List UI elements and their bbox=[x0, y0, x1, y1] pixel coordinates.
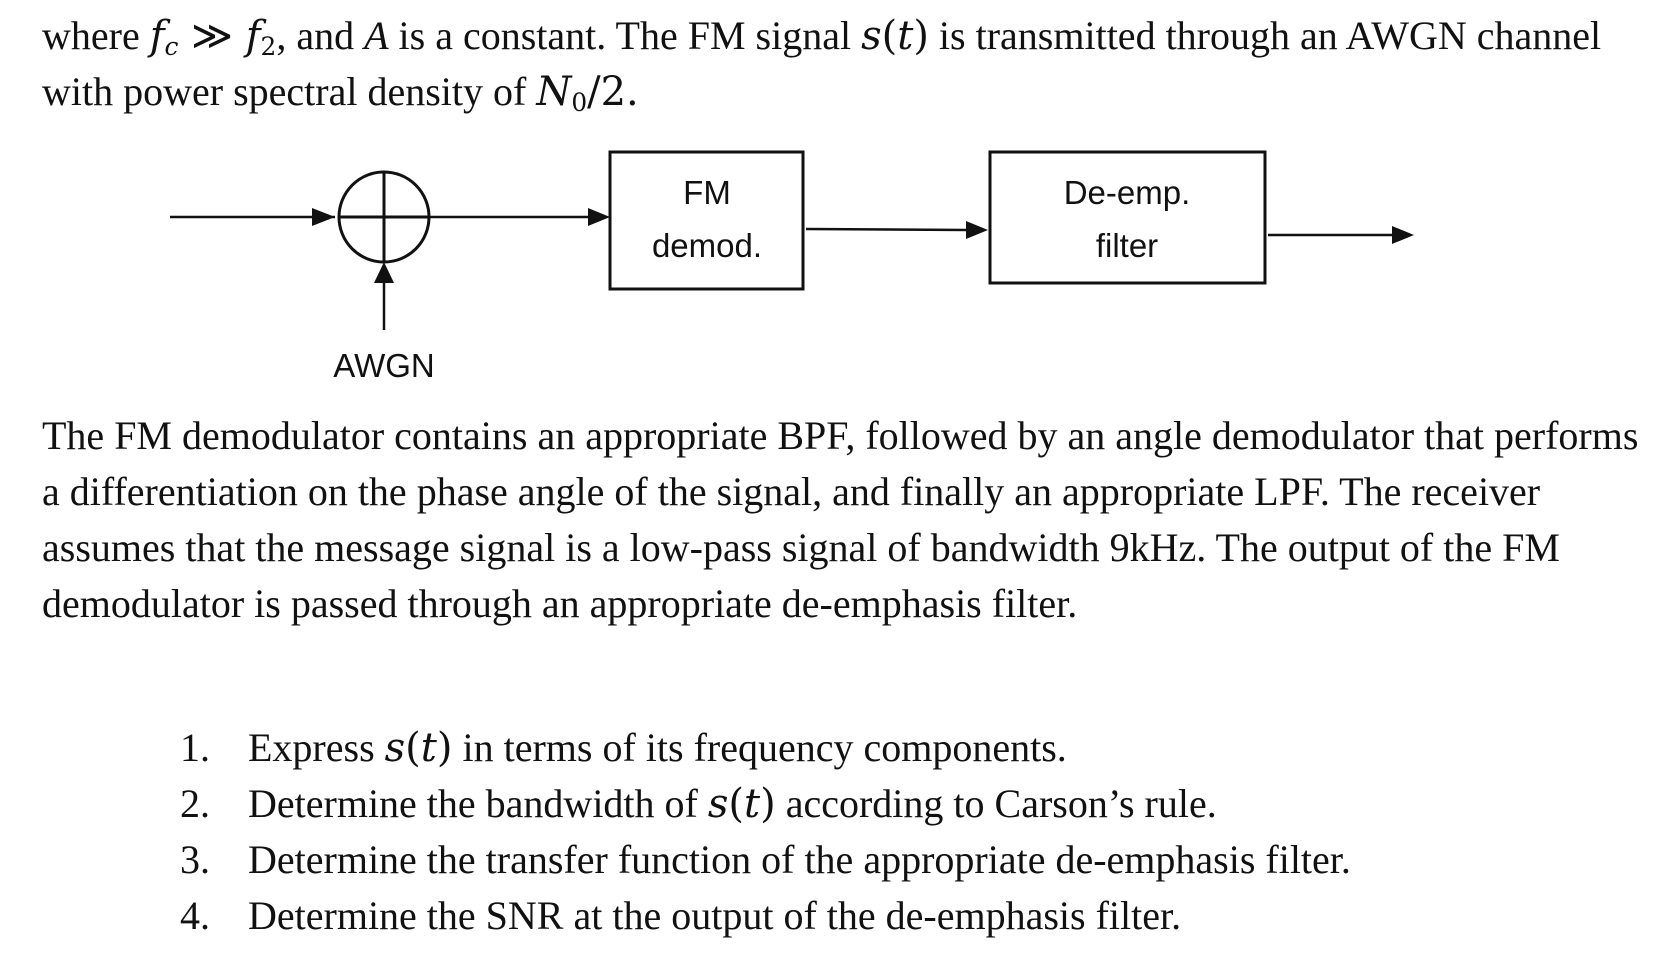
demod-to-filter-arrow bbox=[805, 227, 967, 232]
intro-text-3: is a constant. The FM signal bbox=[388, 13, 862, 58]
block-diagram: FM demod. De-emp. filter AWGN bbox=[170, 150, 1414, 384]
fm-demod-label-1: FM bbox=[683, 174, 731, 211]
fm-demod-label-2: demod. bbox=[652, 227, 762, 264]
intro-text-4: is transmitted through an AWGN channel w… bbox=[42, 13, 1602, 114]
symbol-N0: N0 bbox=[536, 69, 588, 118]
adder-to-demod-arrowhead bbox=[588, 208, 610, 226]
symbol-A: A bbox=[364, 13, 389, 58]
demod-to-filter-arrowhead bbox=[966, 221, 988, 239]
much-greater-symbol: ≫ bbox=[178, 13, 246, 59]
symbol-s-of-t: s(t) bbox=[384, 725, 453, 771]
noise-arrowhead bbox=[374, 262, 394, 283]
symbol-f2: f2 bbox=[245, 13, 277, 62]
symbol-s-of-t: s(t) bbox=[707, 781, 776, 827]
output-arrowhead bbox=[1392, 226, 1414, 244]
question-item-4: 4.Determine the SNR at the output of the… bbox=[180, 893, 1182, 938]
symbol-s-of-t: s(t) bbox=[861, 13, 929, 59]
question-item-1: 1.Express s(t) in terms of its frequency… bbox=[180, 725, 1067, 771]
de-emphasis-label-1: De-emp. bbox=[1064, 174, 1191, 211]
intro-text-5: /2. bbox=[587, 69, 639, 115]
demodulator-paragraph: The FM demodulator contains an appropria… bbox=[42, 413, 1639, 626]
de-emphasis-label-2: filter bbox=[1096, 227, 1158, 264]
question-item-2: 2.Determine the bandwidth of s(t) accord… bbox=[180, 781, 1217, 827]
intro-paragraph: where fc ≫ f2, and A is a constant. The … bbox=[42, 8, 1642, 120]
symbol-fc: fc bbox=[149, 13, 179, 62]
fm-demod-block bbox=[608, 150, 805, 291]
awgn-label: AWGN bbox=[333, 347, 434, 384]
adder-icon bbox=[337, 170, 431, 264]
question-list: 1.Express s(t) in terms of its frequency… bbox=[170, 720, 1351, 944]
intro-text-1: where bbox=[42, 13, 150, 58]
de-emphasis-block bbox=[988, 150, 1267, 285]
input-arrowhead bbox=[312, 208, 335, 226]
intro-text-2: , and bbox=[276, 13, 365, 58]
question-item-3: 3.Determine the transfer function of the… bbox=[180, 837, 1351, 882]
